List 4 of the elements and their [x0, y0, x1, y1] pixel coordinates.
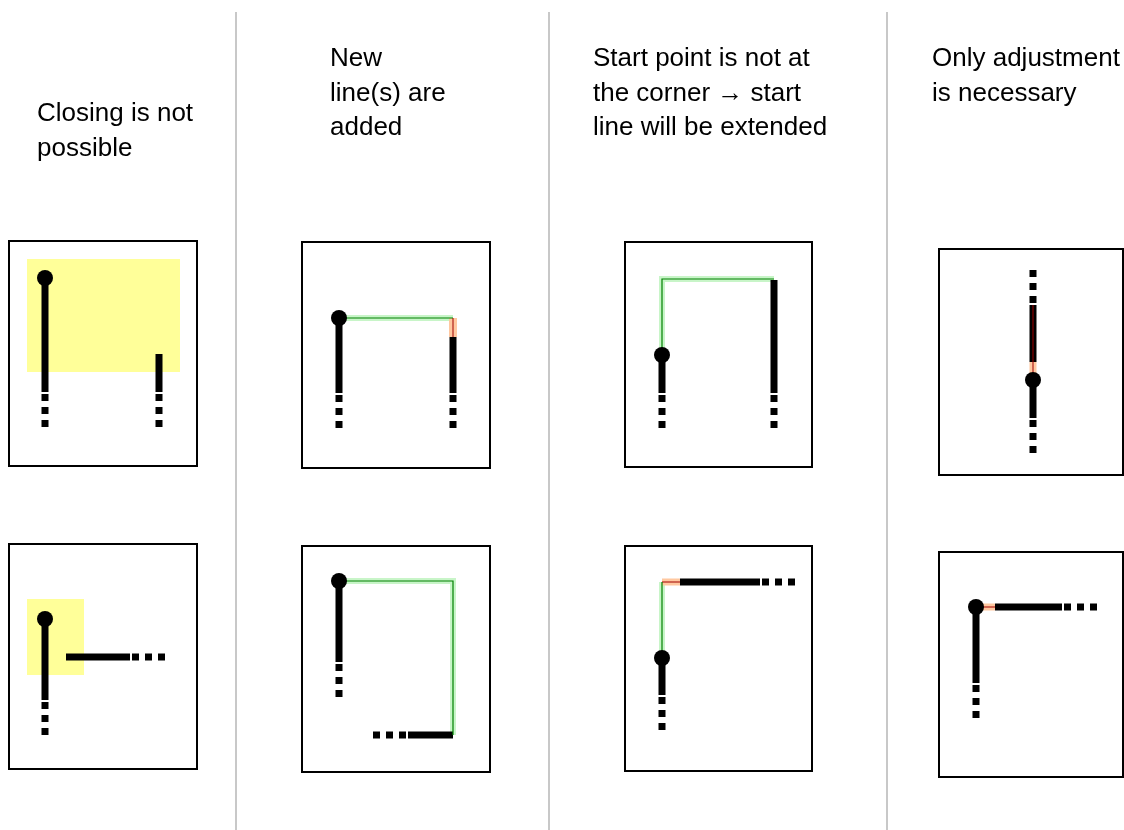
column-heading: Start point is not at the corner → start line will be extended: [593, 41, 829, 144]
column-heading: New line(s) are added: [330, 41, 447, 144]
column-heading: Closing is not possible: [37, 96, 195, 164]
column-heading: Only adjustment is necessary: [932, 41, 1121, 109]
